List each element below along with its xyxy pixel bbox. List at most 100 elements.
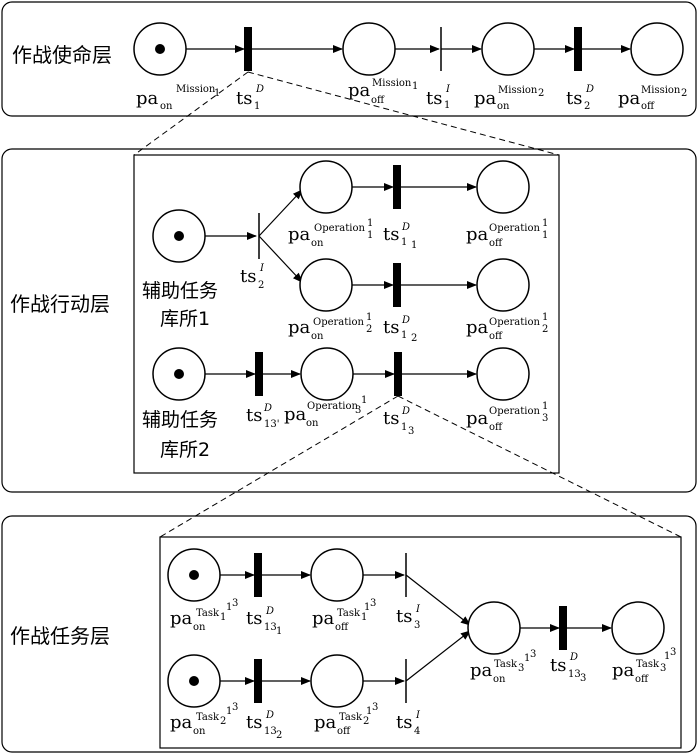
- label-ts13-1-D: ts 13 1 D: [246, 606, 282, 637]
- svg-text:3: 3: [232, 598, 238, 609]
- svg-text:Operation: Operation: [489, 317, 540, 328]
- svg-text:1: 1: [214, 88, 220, 99]
- svg-text:Mission: Mission: [372, 78, 412, 89]
- arc: [405, 630, 471, 682]
- svg-text:1: 1: [364, 602, 370, 613]
- svg-text:1: 1: [401, 330, 407, 341]
- svg-text:3: 3: [355, 405, 361, 416]
- svg-text:1: 1: [366, 312, 372, 323]
- place-pa-off-operation1-2: [476, 258, 530, 312]
- svg-text:2: 2: [366, 324, 372, 335]
- svg-text:pa: pa: [288, 224, 311, 245]
- svg-text:1: 1: [366, 706, 372, 717]
- svg-text:1: 1: [226, 602, 232, 613]
- label-pa-off-operation3-1: pa off Operation 1 3: [466, 401, 548, 433]
- transition-ts13-1-D: [254, 553, 262, 597]
- svg-text:1: 1: [254, 101, 260, 112]
- svg-text:pa: pa: [136, 88, 159, 109]
- svg-text:Operation: Operation: [307, 401, 358, 412]
- svg-text:D: D: [401, 315, 410, 326]
- svg-text:13: 13: [568, 669, 581, 680]
- library-1-line2: 库所1: [160, 308, 210, 330]
- svg-text:off: off: [635, 674, 649, 685]
- svg-text:pa: pa: [170, 712, 193, 733]
- transition-ts1-2-D: [393, 263, 401, 307]
- task-layer-title: 作战任务层: [10, 624, 110, 648]
- svg-text:Task: Task: [636, 659, 660, 670]
- zoom-line-left-2: [159, 395, 399, 538]
- svg-text:1: 1: [664, 651, 670, 662]
- svg-text:1: 1: [367, 230, 373, 241]
- label-ts13-2-D: ts 13 2 D: [246, 710, 282, 741]
- svg-text:Operation: Operation: [489, 223, 540, 234]
- library-2-line2: 库所2: [160, 439, 210, 461]
- task-layer-panel: [1, 515, 697, 753]
- label-ts2-D: ts 2 D: [566, 84, 594, 112]
- library-1-line1: 辅助任务: [142, 280, 218, 302]
- svg-text:1: 1: [226, 706, 232, 717]
- svg-text:3: 3: [232, 702, 238, 713]
- svg-text:ts: ts: [246, 608, 262, 629]
- label-pa-on-operation1-2: pa on Operation 1 2: [288, 312, 372, 342]
- transition-ts2-D: [574, 27, 582, 71]
- svg-text:ts: ts: [383, 224, 399, 245]
- svg-text:on: on: [160, 101, 173, 112]
- label-ts13-3-D: ts 13 3 D: [550, 652, 586, 684]
- svg-text:pa: pa: [612, 660, 635, 681]
- place-pa-on-operation3-1: [300, 347, 354, 401]
- arc: [405, 574, 471, 626]
- svg-text:Task: Task: [339, 712, 363, 723]
- svg-text:on: on: [497, 101, 510, 112]
- label-pa-off-operation1-1: pa off Operation 1 1: [466, 218, 548, 249]
- svg-text:2: 2: [411, 333, 417, 344]
- label-pa-on-task1: pa on Task 1 1 3: [170, 598, 238, 633]
- svg-text:Operation: Operation: [489, 406, 540, 417]
- svg-text:2: 2: [538, 88, 544, 99]
- label-pa-on-mission1: pa on Mission 1: [136, 84, 220, 112]
- svg-text:Task: Task: [494, 659, 518, 670]
- place-pa-off-operation3-1: [476, 347, 530, 401]
- svg-text:3: 3: [414, 620, 420, 631]
- svg-text:on: on: [193, 622, 206, 633]
- place-pa-off-mission2: [630, 22, 684, 76]
- svg-text:1: 1: [367, 218, 373, 229]
- svg-text:off: off: [489, 238, 503, 249]
- operation-zoom-box: [133, 154, 560, 474]
- token: [155, 44, 165, 54]
- place-pa-off-task3: [611, 601, 665, 655]
- svg-text:4: 4: [414, 726, 420, 737]
- operation-layer-panel: [1, 148, 697, 493]
- label-pa-on-mission2: pa on Mission 2: [474, 85, 544, 112]
- svg-text:off: off: [371, 95, 385, 106]
- svg-text:1: 1: [524, 653, 530, 664]
- svg-text:Task: Task: [196, 608, 220, 619]
- svg-text:ts: ts: [396, 712, 412, 733]
- svg-text:D: D: [401, 222, 410, 233]
- token: [189, 676, 199, 686]
- svg-text:pa: pa: [314, 712, 337, 733]
- label-ts1-1-D: ts 1 D 1: [383, 222, 417, 251]
- svg-text:2: 2: [363, 716, 369, 727]
- token: [174, 231, 184, 241]
- place-pa-off-mission1: [342, 22, 396, 76]
- svg-text:2: 2: [220, 716, 226, 727]
- transition-ts1-D: [244, 27, 252, 71]
- svg-text:on: on: [306, 418, 319, 429]
- zoom-line-left: [133, 71, 249, 156]
- svg-text:1: 1: [276, 626, 282, 637]
- label-ts13-D: ts 1 D 3: [383, 406, 414, 437]
- svg-text:pa: pa: [348, 80, 371, 101]
- svg-text:D: D: [263, 403, 272, 414]
- svg-text:2: 2: [276, 730, 282, 741]
- svg-text:Task: Task: [196, 712, 220, 723]
- svg-text:Mission: Mission: [176, 84, 216, 95]
- svg-text:D: D: [585, 84, 594, 95]
- label-ts2-I1: ts 2 I: [240, 263, 265, 291]
- svg-text:3: 3: [580, 673, 586, 684]
- svg-text:1: 1: [444, 100, 450, 111]
- svg-text:ts: ts: [236, 88, 252, 109]
- svg-text:off: off: [641, 101, 655, 112]
- svg-text:1: 1: [542, 230, 548, 241]
- label-ts1-I1: ts 1 I: [426, 84, 451, 111]
